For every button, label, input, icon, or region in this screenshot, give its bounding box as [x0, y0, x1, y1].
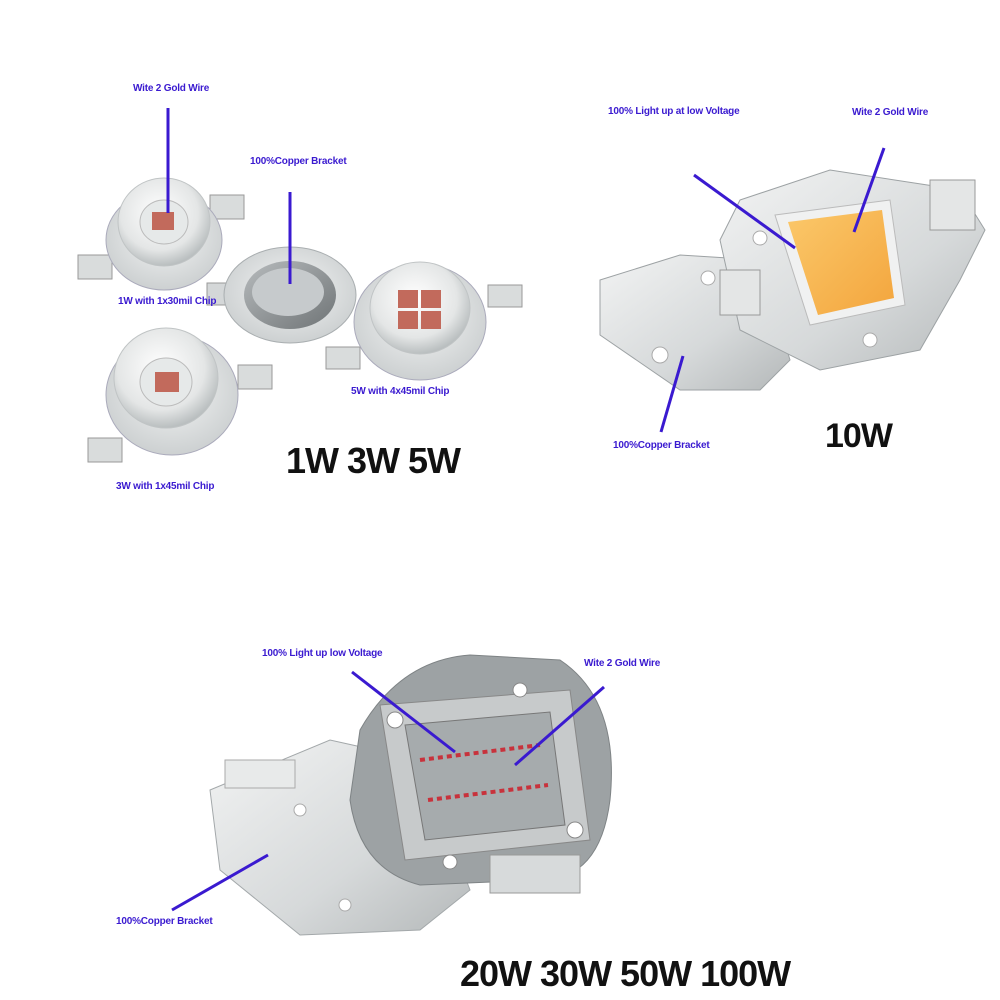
label-gold-wire-high: Wite 2 Gold Wire: [584, 658, 661, 669]
leader-line-light-10w: [693, 173, 796, 250]
leader-line-bracket-high: [171, 853, 269, 912]
leader-line-light-high: [351, 670, 456, 754]
cob-10w-front: [719, 169, 986, 371]
emitter-1w: [77, 177, 245, 291]
label-gold-wire-10w: Wite 2 Gold Wire: [852, 107, 929, 118]
label-copper-bracket-high: 100%Copper Bracket: [116, 916, 213, 927]
emitter-5w: [325, 261, 523, 381]
leader-lines: [166, 108, 886, 912]
leader-line-wire-10w: [852, 147, 886, 233]
label-copper-bracket-10w: 100%Copper Bracket: [613, 440, 710, 451]
emitter-3w: [87, 327, 273, 463]
label-5w-chip: 5W with 4x45mil Chip: [351, 386, 450, 397]
heading-high-watts: 20W 30W 50W 100W: [460, 953, 791, 994]
emitter-bottom-view: [206, 246, 357, 344]
heading-10w: 10W: [825, 417, 893, 455]
leader-line-bracket-10w: [659, 355, 685, 433]
label-copper-bracket-small: 100%Copper Bracket: [250, 156, 347, 167]
heading-small-watts: 1W 3W 5W: [286, 440, 461, 481]
leader-line-wire-high: [514, 685, 605, 767]
label-3w-chip: 3W with 1x45mil Chip: [116, 481, 215, 492]
label-light-up-10w: 100% Light up at low Voltage: [608, 106, 740, 117]
label-gold-wire-small: Wite 2 Gold Wire: [133, 83, 210, 94]
label-light-up-high: 100% Light up low Voltage: [262, 648, 383, 659]
label-1w-chip: 1W with 1x30mil Chip: [118, 296, 217, 307]
cob-high-front: [349, 654, 612, 894]
